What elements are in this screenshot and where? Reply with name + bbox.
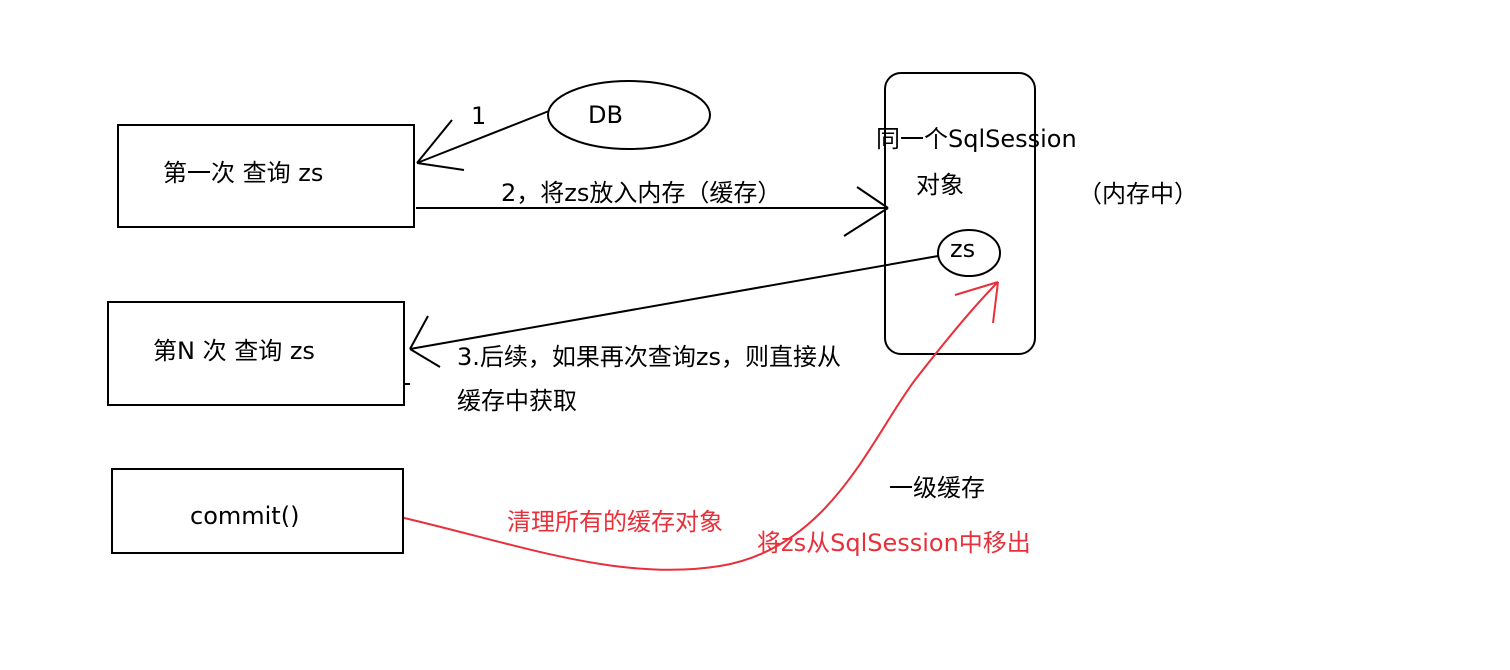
zs-ellipse	[937, 229, 1001, 277]
sqlsession-subtitle: 对象	[916, 171, 964, 199]
step3-label-line1: 3.后续，如果再次查询zs，则直接从	[457, 343, 841, 371]
nth-query-box	[107, 301, 405, 406]
step3-label-line2: 缓存中获取	[457, 387, 577, 415]
commit-label: commit()	[190, 502, 300, 530]
arrow-commit-to-zs	[399, 281, 999, 571]
sqlsession-title: 同一个SqlSession	[876, 125, 1077, 153]
cached-zs-label: zs	[950, 235, 976, 263]
sqlsession-box	[884, 72, 1036, 355]
db-label: DB	[588, 101, 623, 129]
arrow-first-query-to-session	[416, 186, 889, 237]
clear-cache-label: 清理所有的缓存对象	[507, 508, 723, 536]
first-query-label: 第一次 查询 zs	[163, 159, 324, 187]
nth-query-label: 第N 次 查询 zs	[153, 337, 315, 365]
first-query-box	[117, 124, 415, 228]
db-ellipse	[547, 80, 711, 150]
arrow-db-to-first-query	[416, 110, 550, 171]
step2-label: 2，将zs放入内存（缓存）	[501, 179, 782, 207]
commit-box	[111, 468, 404, 554]
level1-cache-label: 一级缓存	[889, 474, 985, 502]
remove-from-session-label: 将zs从SqlSession中移出	[757, 529, 1031, 557]
step1-label: 1	[471, 102, 487, 130]
arrow-zs-to-nth-query	[409, 255, 939, 368]
memory-note: （内存中）	[1078, 180, 1198, 208]
